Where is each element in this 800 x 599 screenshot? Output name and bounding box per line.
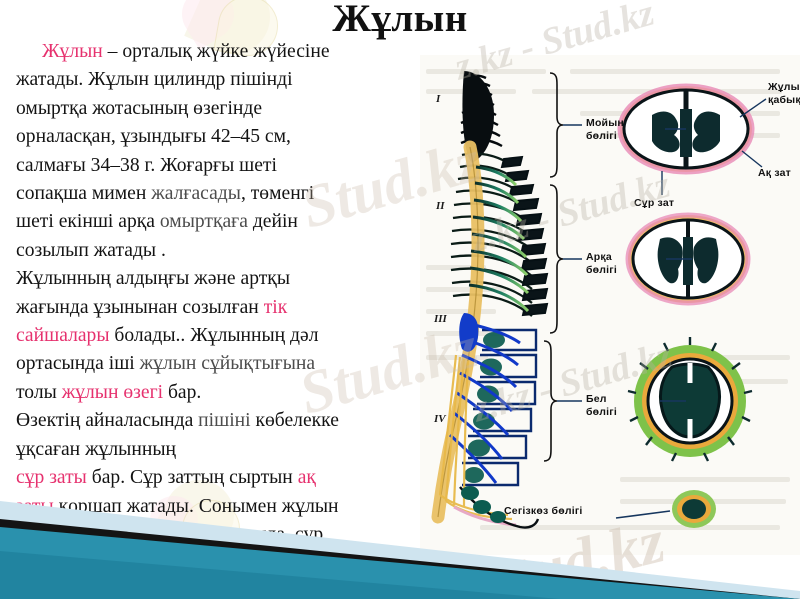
roman-numeral-i: I: [436, 93, 441, 105]
highlighted-term: ақ: [297, 467, 316, 489]
body-line: ортасында іші жұлын сұйықтығына: [16, 350, 416, 378]
body-text-run: пішіні: [198, 410, 251, 432]
body-text-run: .: [271, 552, 277, 574]
body-line: заты ішкі жағында орналасқан.: [16, 549, 416, 577]
body-line: жатады. Жұлын цилиндр пішінді: [16, 66, 416, 94]
ghost-text: [670, 355, 790, 360]
body-text-run: Жұлынның алдыңғы және артқы: [16, 268, 290, 290]
body-text-run: – орталық жүйке жүйесіне: [102, 41, 330, 62]
highlighted-term: тік: [263, 296, 288, 318]
cross-section-thoracic: [625, 212, 751, 306]
body-text-run: салмағы 34–38 г. Жоғарғы шеті: [16, 154, 277, 176]
body-line: созылып жатады .: [16, 237, 416, 265]
ghost-text: [426, 265, 486, 270]
body-line: шеті екінші арқа омыртқаға дейін: [16, 208, 416, 236]
body-text: Жұлын – орталық жүйке жүйесіне жатады. Жұ…: [16, 38, 416, 578]
body-line: Жұлынның алдыңғы және артқы: [16, 265, 416, 293]
sacral-bodies: [461, 486, 506, 523]
body-text-run: Өзектің айналасында: [16, 410, 199, 432]
body-line: ұқсаған жұлынның: [16, 436, 416, 464]
ghost-text: [426, 355, 488, 360]
section-leader-lines: [557, 124, 582, 402]
cervical-cord-mass: [462, 71, 494, 163]
body-line: жағында ұзынынан созылған тік: [16, 294, 416, 322]
body-text-run: ұқсаған жұлынның: [16, 438, 176, 460]
highlighted-term: жұлын өзегі: [61, 381, 164, 403]
body-text-run: заты ішкі жағында: [16, 552, 177, 574]
body-text-run: көбелекке: [250, 410, 339, 432]
ghost-text: [426, 287, 506, 292]
body-line: толы жұлын өзегі бар.: [16, 379, 416, 407]
body-text-run: қоршап жатады. Сонымен жұлын: [53, 495, 339, 517]
body-text-run: ортасында іші: [16, 353, 140, 375]
ghost-text: [570, 69, 780, 74]
spine-illustration: [431, 71, 767, 529]
body-text-run: дейін: [247, 211, 298, 233]
spinous-processes: [500, 155, 549, 317]
body-text-run: толы: [16, 381, 62, 403]
page-title: Жұлын: [332, 0, 468, 40]
label-neck-section: Мойын бөлігі: [586, 117, 624, 142]
ghost-text: [620, 477, 790, 482]
body-text-run: орналасқан: [176, 552, 272, 574]
body-line: орналасқан, ұзындығы 42–45 см,: [16, 123, 416, 151]
body-line: құрылысында ақ заты сыртында, сұр: [16, 521, 416, 549]
label-meninges: Жұлын қабықшасы: [768, 81, 800, 106]
body-text-run: бар. Сұр заттың сыртын: [86, 467, 298, 489]
body-text-run: шеті екінші арқа: [16, 211, 160, 233]
body-text-run: жалғасады: [151, 183, 241, 205]
body-text-run: жағында ұзынынан созылған: [16, 296, 264, 318]
ghost-text: [426, 69, 546, 74]
body-line: салмағы 34–38 г. Жоғарғы шеті: [16, 152, 416, 180]
label-white-matter: Ақ зат: [758, 167, 792, 179]
body-text-run: омыртқа жотасының өзегінде: [16, 97, 263, 119]
highlighted-term: сайшалары: [16, 325, 110, 347]
body-text-run: созылып жатады .: [16, 239, 166, 261]
cross-section-cervical: [617, 83, 755, 175]
highlighted-term: заты: [16, 495, 54, 517]
roman-numeral-iv: IV: [434, 413, 446, 425]
label-sacral-section: Сегізкөз бөлігі: [504, 505, 583, 517]
ghost-text: [426, 309, 496, 314]
label-lumbar-section: Бел бөлігі: [586, 393, 617, 418]
highlighted-term: сұр заты: [16, 467, 87, 489]
roman-numeral-iii: III: [434, 313, 447, 325]
label-thoracic-section: Арқа бөлігі: [586, 251, 617, 276]
section-brackets: [543, 72, 564, 462]
highlighted-term: Жұлын: [42, 41, 103, 62]
body-text-run: жұлын сұйықтығына: [139, 353, 316, 375]
cross-section-lumbar: [627, 337, 753, 462]
sacral-leader-line: [615, 510, 671, 519]
body-line: сопақша мимен жалғасады, төменгі: [16, 180, 416, 208]
body-text-run: бар.: [163, 381, 202, 403]
cross-section-sacral: [672, 490, 716, 528]
body-line: Өзектің айналасында пішіні көбелекке: [16, 407, 416, 435]
body-text-run: омыртқаға: [159, 211, 248, 233]
body-text-run: орналасқан, ұзындығы 42–45 см,: [16, 126, 291, 148]
body-text-run: , төменгі: [240, 183, 315, 205]
body-line: сайшалары болады.. Жұлынның дәл: [16, 322, 416, 350]
body-line: заты қоршап жатады. Сонымен жұлын: [16, 493, 416, 521]
cervical-section-leaders: [661, 98, 767, 195]
label-grey-matter: Сұр зат: [634, 197, 675, 209]
roman-numeral-ii: II: [436, 200, 445, 212]
body-line: омыртқа жотасының өзегінде: [16, 95, 416, 123]
body-line: Жұлын – орталық жүйке жүйесіне: [16, 38, 416, 66]
body-text-run: құрылысында ақ заты сыртында, сұр: [16, 523, 324, 545]
conus-band: [459, 313, 479, 352]
spinal-cord-figure: Мойын бөлігі Арқа бөлігі Бел бөлігі Сегі…: [420, 55, 800, 555]
body-line: сұр заты бар. Сұр заттың сыртын ақ: [16, 464, 416, 492]
body-text-run: сопақша мимен: [16, 183, 152, 205]
body-text-run: болады.. Жұлынның дәл: [109, 325, 319, 347]
body-text-run: жатады. Жұлын цилиндр пішінді: [16, 69, 293, 91]
thoracic-nerve-roots: [468, 165, 530, 313]
